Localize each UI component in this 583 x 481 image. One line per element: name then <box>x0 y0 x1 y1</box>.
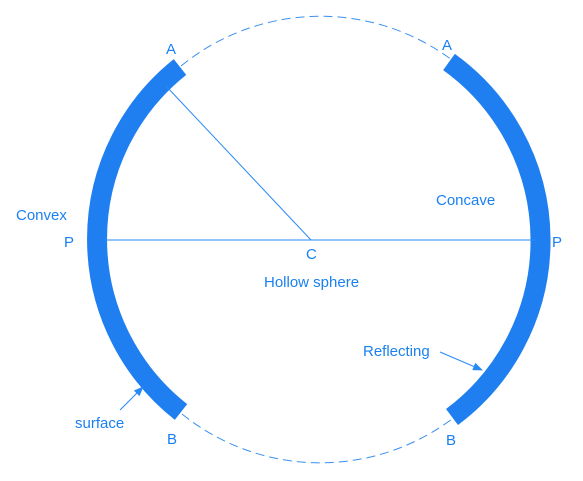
reflecting-pointer-arrow <box>439 351 483 371</box>
label-concave: Concave <box>436 192 495 209</box>
label-a-right: A <box>442 37 452 54</box>
label-reflecting: Reflecting <box>363 343 430 360</box>
label-p-left: P <box>64 234 74 251</box>
label-b-right: B <box>446 432 456 449</box>
sphere-outline-top-dashed <box>180 15 453 67</box>
label-hollow-sphere: Hollow sphere <box>264 274 359 291</box>
convex-mirror-arc <box>87 59 188 420</box>
sphere-outline-bottom-dashed <box>181 413 453 464</box>
label-c-center: C <box>306 246 317 263</box>
surface-pointer-arrow <box>119 386 144 411</box>
label-b-left: B <box>167 431 177 448</box>
label-surface: surface <box>75 415 124 432</box>
concave-mirror-arc <box>443 53 551 426</box>
radius-line <box>165 85 312 241</box>
label-convex: Convex <box>16 207 67 224</box>
label-p-right: P <box>552 234 562 251</box>
label-a-left: A <box>166 41 176 58</box>
